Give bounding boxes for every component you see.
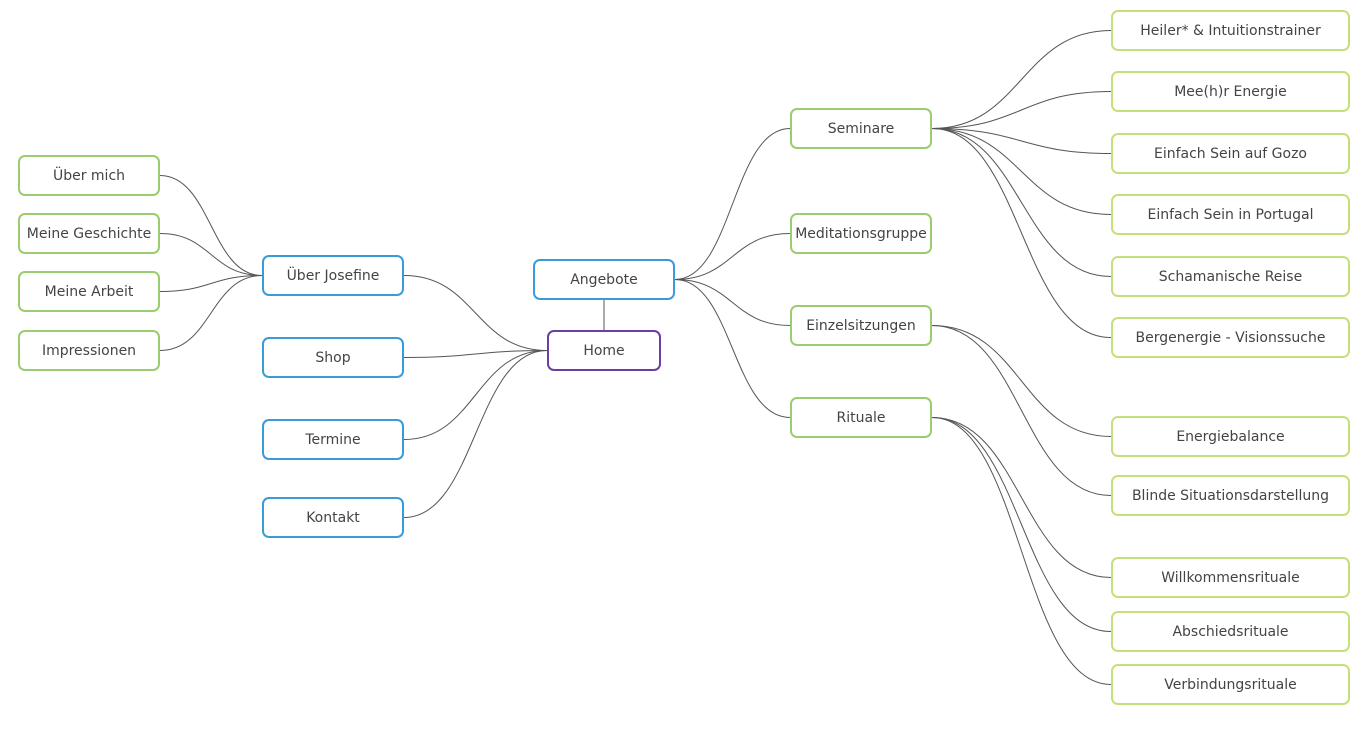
node-meditationsgruppe[interactable]: Meditationsgruppe [790,213,932,254]
node-portugal-label: Einfach Sein in Portugal [1147,206,1314,223]
connector-n-home-n-kontakt [403,350,548,518]
node-schamanische-reise[interactable]: Schamanische Reise [1111,256,1350,297]
connector-n-rituale-n-abschied [931,417,1112,632]
node-meehr-label: Mee(h)r Energie [1174,83,1287,100]
connector-n-seminare-n-berg [931,128,1112,338]
node-meine-arbeit[interactable]: Meine Arbeit [18,271,160,312]
node-meine-arbeit-label: Meine Arbeit [44,283,134,300]
connector-n-home-n-termine [403,350,548,440]
node-einzelsitzungen[interactable]: Einzelsitzungen [790,305,932,346]
connector-n-ueber-n-mich [159,175,263,276]
node-energiebalance-label: Energiebalance [1176,428,1285,445]
node-energiebalance[interactable]: Energiebalance [1111,416,1350,457]
connector-n-angebote-n-meditation [674,233,791,280]
node-kontakt[interactable]: Kontakt [262,497,404,538]
node-berg-label: Bergenergie - Visionssuche [1135,329,1326,346]
node-angebote-label: Angebote [570,271,638,288]
node-verbindungsrituale[interactable]: Verbindungsrituale [1111,664,1350,705]
node-einfach-sein-portugal[interactable]: Einfach Sein in Portugal [1111,194,1350,235]
node-meditationsgruppe-label: Meditationsgruppe [795,225,927,242]
node-heiler-intuitionstrainer[interactable]: Heiler* & Intuitionstrainer [1111,10,1350,51]
node-ueber-josefine-label: Über Josefine [286,267,380,284]
node-verbindung-label: Verbindungsrituale [1164,676,1297,693]
node-rituale[interactable]: Rituale [790,397,932,438]
connector-n-seminare-n-gozo [931,128,1112,154]
node-abschied-label: Abschiedsrituale [1172,623,1289,640]
node-rituale-label: Rituale [836,409,886,426]
node-termine-label: Termine [305,431,361,448]
connector-n-einzel-n-energie [931,325,1112,437]
connector-n-ueber-n-impressionen [159,275,263,351]
node-willkommensrituale[interactable]: Willkommensrituale [1111,557,1350,598]
connector-n-home-n-ueber [403,275,548,351]
connector-n-seminare-n-schamanisch [931,128,1112,277]
connector-n-home-n-shop [403,350,548,358]
connector-n-rituale-n-willkommen [931,417,1112,578]
node-einzelsitzungen-label: Einzelsitzungen [806,317,916,334]
connector-n-ueber-n-geschichte [159,233,263,276]
node-schamanisch-label: Schamanische Reise [1158,268,1303,285]
connector-n-seminare-n-heiler [931,30,1112,129]
connector-n-seminare-n-meer [931,91,1112,129]
node-angebote[interactable]: Angebote [533,259,675,300]
connector-n-angebote-n-rituale [674,279,791,418]
connector-n-ueber-n-arbeit [159,275,263,292]
node-meine-geschichte-label: Meine Geschichte [26,225,152,242]
node-willkommen-label: Willkommensrituale [1161,569,1300,586]
node-shop[interactable]: Shop [262,337,404,378]
connector-n-rituale-n-verbindung [931,417,1112,685]
node-shop-label: Shop [315,349,351,366]
node-impressionen-label: Impressionen [41,342,137,359]
node-ueber-mich[interactable]: Über mich [18,155,160,196]
node-gozo-label: Einfach Sein auf Gozo [1153,145,1307,162]
connector-n-einzel-n-blinde [931,325,1112,496]
node-home[interactable]: Home [547,330,661,371]
node-blinde-label: Blinde Situationsdarstellung [1131,487,1330,504]
node-ueber-mich-label: Über mich [52,167,126,184]
connector-n-angebote-n-seminare [674,128,791,280]
node-blinde-situationsdarstellung[interactable]: Blinde Situationsdarstellung [1111,475,1350,516]
node-impressionen[interactable]: Impressionen [18,330,160,371]
node-bergenergie-visionssuche[interactable]: Bergenergie - Visionssuche [1111,317,1350,358]
node-einfach-sein-gozo[interactable]: Einfach Sein auf Gozo [1111,133,1350,174]
node-seminare[interactable]: Seminare [790,108,932,149]
node-meine-geschichte[interactable]: Meine Geschichte [18,213,160,254]
connector-n-seminare-n-portugal [931,128,1112,215]
node-abschiedsrituale[interactable]: Abschiedsrituale [1111,611,1350,652]
node-meehr-energie[interactable]: Mee(h)r Energie [1111,71,1350,112]
node-kontakt-label: Kontakt [306,509,360,526]
node-termine[interactable]: Termine [262,419,404,460]
node-heiler-label: Heiler* & Intuitionstrainer [1140,22,1321,39]
connector-n-angebote-n-einzel [674,279,791,326]
node-home-label: Home [583,342,625,359]
node-ueber-josefine[interactable]: Über Josefine [262,255,404,296]
node-seminare-label: Seminare [827,120,895,137]
